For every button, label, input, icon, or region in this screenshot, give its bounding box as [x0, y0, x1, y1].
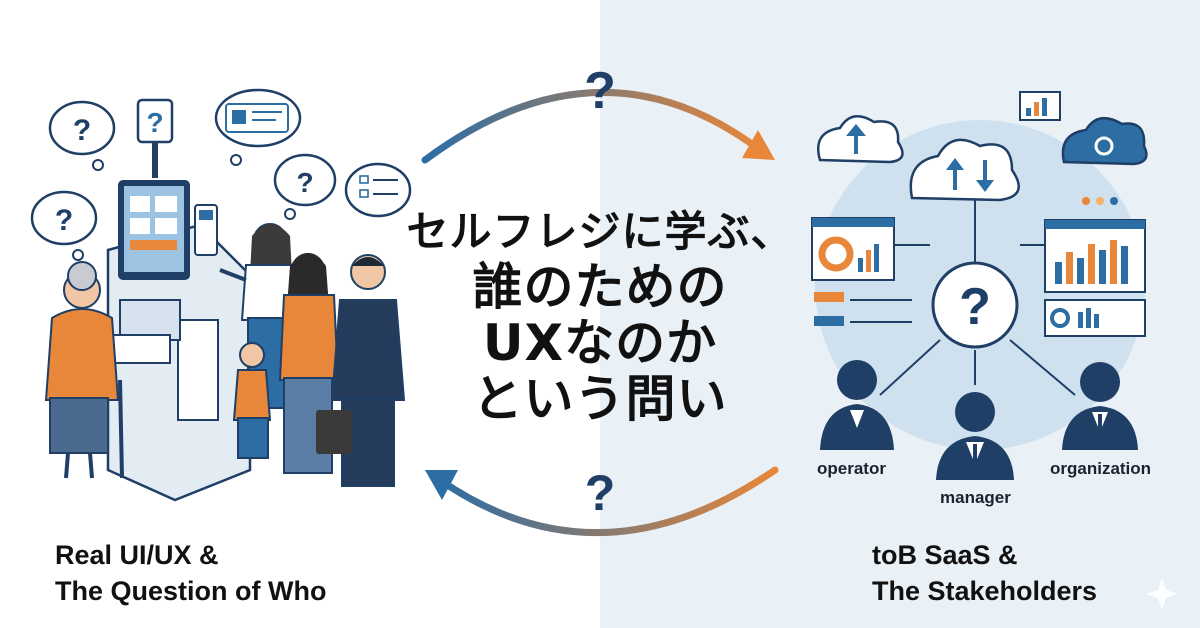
elderly-woman [44, 261, 124, 479]
man-with-briefcase [316, 254, 406, 487]
dashboard-bar-panel [1044, 219, 1146, 293]
mini-bar-chart-icon [1019, 91, 1061, 121]
svg-text:?: ? [73, 114, 91, 147]
thought-bubble-checklist [344, 162, 412, 218]
dashboard-small-panel [1044, 299, 1146, 337]
svg-text:?: ? [296, 167, 313, 198]
self-checkout-kiosk [99, 180, 252, 502]
svg-text:?: ? [959, 278, 991, 336]
top-question-mark: ? [584, 62, 616, 120]
headline-line-3: UXなのか [482, 314, 718, 372]
cloud-upload-icon [817, 115, 904, 164]
right-caption-line-1: toB SaaS & [872, 540, 1018, 570]
manager-avatar [936, 392, 1014, 480]
role-label-manager: manager [940, 488, 1011, 507]
thought-bubble-2: ? [30, 190, 98, 261]
child-figure [232, 342, 272, 459]
role-label-operator: operator [817, 459, 886, 478]
organization-avatar [1062, 362, 1138, 450]
thought-bubble-1: ? [48, 100, 116, 171]
kiosk-sign: ? [136, 98, 174, 178]
operator-avatar [820, 360, 894, 450]
mother-figure [278, 253, 340, 474]
svg-text:?: ? [55, 204, 73, 237]
sparkle-icon [1146, 578, 1178, 610]
bottom-arc-arrow [425, 466, 779, 536]
right-caption-line-2: The Stakeholders [872, 576, 1098, 606]
dashboard-donut-panel [811, 217, 895, 281]
cloud-sync-icon [909, 138, 1020, 202]
cloud-settings-icon [1061, 117, 1148, 166]
right-caption: toB SaaS & The Stakeholders [872, 537, 1097, 609]
central-question-circle: ? [931, 261, 1019, 349]
headline-line-4: という問い [472, 370, 728, 428]
thought-bubble-3 [214, 88, 302, 166]
color-dots [1082, 197, 1118, 205]
left-caption-line-1: Real UI/UX & [55, 540, 219, 570]
headline-line-2: 誰のための [472, 258, 728, 316]
form-fields-panel [814, 292, 912, 326]
thought-bubble-4: ? [273, 153, 337, 220]
top-arc-arrow [421, 89, 775, 164]
headline: セルフレジに学ぶ、 誰のための UXなのか という問い [390, 205, 810, 427]
role-label-organization: organization [1050, 459, 1152, 478]
svg-text:?: ? [146, 107, 163, 138]
left-caption: Real UI/UX & The Question of Who [55, 537, 326, 609]
bottom-question-mark: ? [585, 465, 616, 521]
headline-line-1: セルフレジに学ぶ、 [406, 207, 794, 256]
network-lines [879, 200, 1076, 396]
left-caption-line-2: The Question of Who [55, 576, 327, 606]
